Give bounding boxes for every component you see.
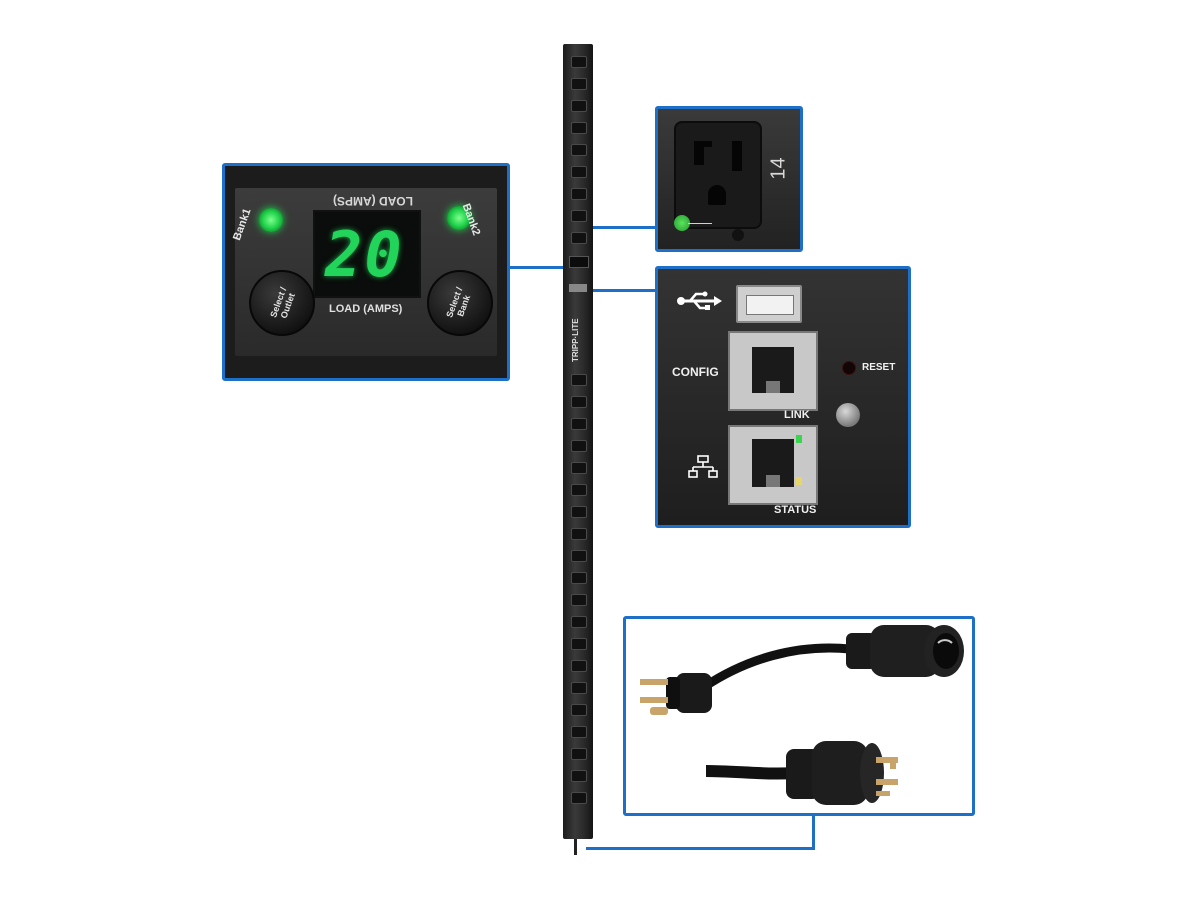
- pdu-cord-stub: [574, 839, 577, 855]
- connector-line-network: [593, 289, 657, 292]
- config-label: CONFIG: [672, 365, 719, 379]
- locking-plug: [786, 741, 898, 805]
- select-bank-button[interactable]: Select / Bank: [427, 270, 493, 336]
- outlet-slot-left: [694, 141, 704, 165]
- connector-line-outlet: [593, 226, 657, 229]
- display-header-label: LOAD (AMPS): [333, 194, 413, 208]
- network-port-led-green: [796, 435, 802, 443]
- nema-outlet: [674, 121, 762, 229]
- outlet-indicator-dot: [732, 229, 744, 241]
- bank2-led: [447, 206, 471, 230]
- link-led: [836, 403, 860, 427]
- load-display-screen: 20: [313, 210, 421, 298]
- network-icon: [688, 455, 718, 479]
- select-outlet-button[interactable]: Select / Outlet: [249, 270, 315, 336]
- display-callout: LOAD (AMPS) Bank1 Bank2 20 LOAD (AMPS) S…: [222, 163, 510, 381]
- reset-label: RESET: [862, 362, 896, 373]
- plug-callout: [623, 616, 975, 816]
- network-callout: CONFIG RESET LINK STATUS: [655, 266, 911, 528]
- usb-port[interactable]: [736, 285, 802, 323]
- link-label: LINK: [784, 409, 810, 421]
- usb-icon: [676, 291, 722, 311]
- reset-button[interactable]: [842, 361, 856, 375]
- bank1-led: [259, 208, 283, 232]
- pdu-display-mini: [569, 256, 589, 268]
- outlet-status-led: [674, 215, 690, 231]
- pdu-brand-logo: TRIPP·LITE: [571, 318, 580, 362]
- network-port[interactable]: [728, 425, 818, 505]
- nema-5-15p-plug: [640, 673, 712, 715]
- status-label: STATUS: [774, 504, 817, 516]
- connector-line-plug-v: [812, 813, 815, 850]
- outlet-led-lead: [688, 223, 712, 224]
- connector-line-plug-h: [586, 847, 815, 850]
- outlet-ground: [708, 185, 726, 205]
- load-footer-label: LOAD (AMPS): [329, 303, 403, 315]
- network-port-led-amber: [796, 477, 802, 485]
- connector-line-display: [508, 266, 564, 269]
- outlet-number: 14: [767, 157, 790, 180]
- config-port[interactable]: [728, 331, 818, 411]
- outlet-slot-left-t: [694, 141, 712, 147]
- outlet-slot-right: [732, 141, 742, 171]
- pdu-ports-mini: [569, 284, 587, 292]
- locking-connector: [846, 625, 964, 677]
- power-cords-illustration: [640, 625, 964, 805]
- outlet-callout: 14: [655, 106, 803, 252]
- pdu-bar: TRIPP·LITE: [563, 44, 593, 839]
- load-readout: 20: [325, 218, 404, 291]
